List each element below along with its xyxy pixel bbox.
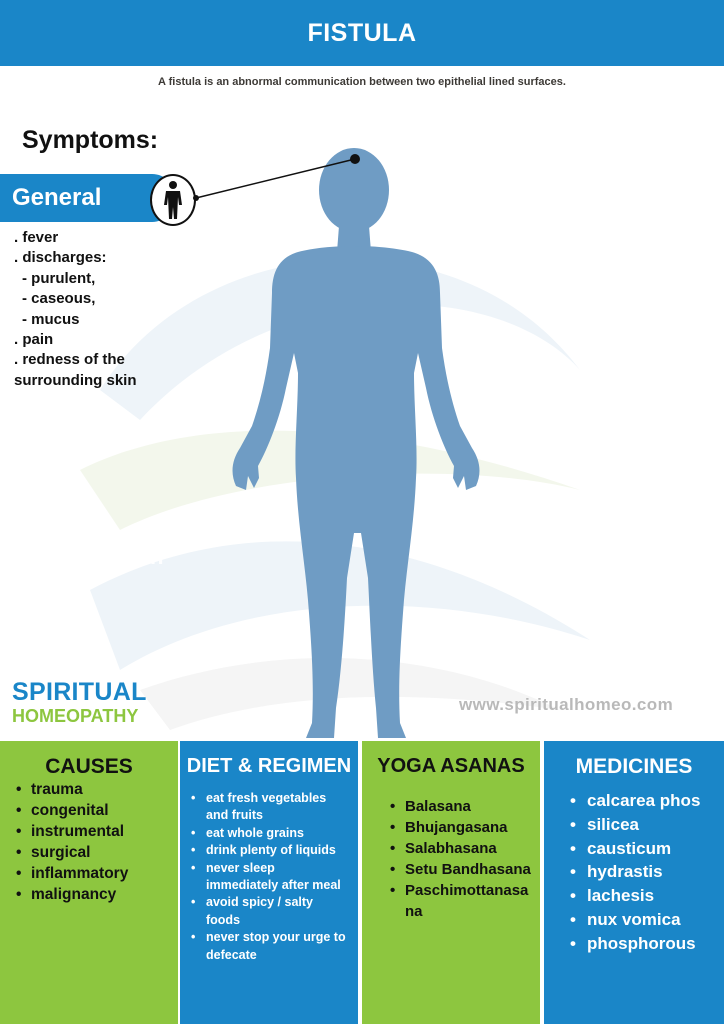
- medicines-list: calcarea phos silicea causticum hydrasti…: [544, 789, 724, 956]
- medicines-panel: MEDICINES calcarea phos silicea causticu…: [544, 741, 724, 1024]
- list-item: . redness of the: [14, 351, 125, 369]
- general-label: General: [12, 184, 102, 211]
- causes-title: CAUSES: [45, 755, 133, 778]
- list-item: - mucus: [22, 310, 80, 328]
- yoga-list: Balasana Bhujangasana Salabhasana Setu B…: [362, 796, 540, 922]
- list-item: surrounding skin: [14, 371, 137, 389]
- symptom-list: . fever . discharges: - purulent, - case…: [14, 228, 137, 391]
- list-item: congenital: [16, 800, 178, 821]
- list-item: Paschimottanasana: [390, 880, 534, 922]
- symptoms-heading: Symptoms:: [22, 126, 159, 154]
- definition-text: A fistula is an abnormal communication b…: [158, 76, 566, 88]
- list-item: trauma: [16, 779, 178, 800]
- list-item: . pain: [14, 331, 54, 349]
- info-panels: CAUSES trauma congenital instrumental su…: [0, 741, 724, 1024]
- page-title: FISTULA: [307, 18, 417, 47]
- diet-title: DIET & REGIMEN: [186, 755, 352, 777]
- list-item: malignancy: [16, 884, 178, 905]
- list-item: nux vomica: [570, 908, 718, 932]
- header-bar: FISTULA: [0, 0, 724, 66]
- list-item: avoid spicy / salty foods: [191, 894, 350, 929]
- brand-line-1: SPIRITUAL: [12, 678, 147, 706]
- list-item: inflammatory: [16, 863, 178, 884]
- list-item: never stop your urge to defecate: [191, 929, 350, 964]
- brand-line-2: HOMEOPATHY: [12, 706, 139, 726]
- list-item: . discharges:: [14, 249, 107, 267]
- list-item: calcarea phos: [570, 789, 718, 813]
- list-item: . fever: [14, 229, 59, 246]
- human-figure-icon: [150, 174, 196, 226]
- list-item: causticum: [570, 837, 718, 861]
- causes-panel: CAUSES trauma congenital instrumental su…: [0, 741, 178, 1024]
- list-item: drink plenty of liquids: [191, 842, 350, 860]
- list-item: Bhujangasana: [390, 817, 534, 838]
- yoga-panel: YOGA ASANAS Balasana Bhujangasana Salabh…: [362, 741, 540, 1024]
- list-item: Setu Bandhasana: [390, 859, 534, 880]
- diet-panel: DIET & REGIMEN eat fresh vegetables and …: [180, 741, 358, 1024]
- list-item: Salabhasana: [390, 838, 534, 859]
- list-item: eat fresh vegetables and fruits: [191, 790, 350, 825]
- medicines-title: MEDICINES: [575, 755, 693, 778]
- list-item: phosphorous: [570, 932, 718, 956]
- general-label-pill: General: [0, 174, 176, 222]
- list-item: eat whole grains: [191, 825, 350, 843]
- watermark-label: Skin: [117, 544, 164, 569]
- human-body-silhouette: [232, 148, 480, 738]
- list-item: lachesis: [570, 884, 718, 908]
- website-url[interactable]: www.spiritualhomeo.com: [459, 695, 674, 714]
- list-item: surgical: [16, 842, 178, 863]
- brand-logo: SPIRITUAL HOMEOPATHY: [12, 678, 147, 726]
- list-item: never sleep immediately after meal: [191, 860, 350, 895]
- yoga-title: YOGA ASANAS: [377, 755, 525, 777]
- causes-list: trauma congenital instrumental surgical …: [0, 779, 178, 905]
- list-item: silicea: [570, 813, 718, 837]
- list-item: hydrastis: [570, 860, 718, 884]
- list-item: instrumental: [16, 821, 178, 842]
- diet-list: eat fresh vegetables and fruits eat whol…: [180, 790, 358, 964]
- list-item: Balasana: [390, 796, 534, 817]
- list-item: - caseous,: [22, 290, 96, 308]
- list-item: - purulent,: [22, 269, 96, 287]
